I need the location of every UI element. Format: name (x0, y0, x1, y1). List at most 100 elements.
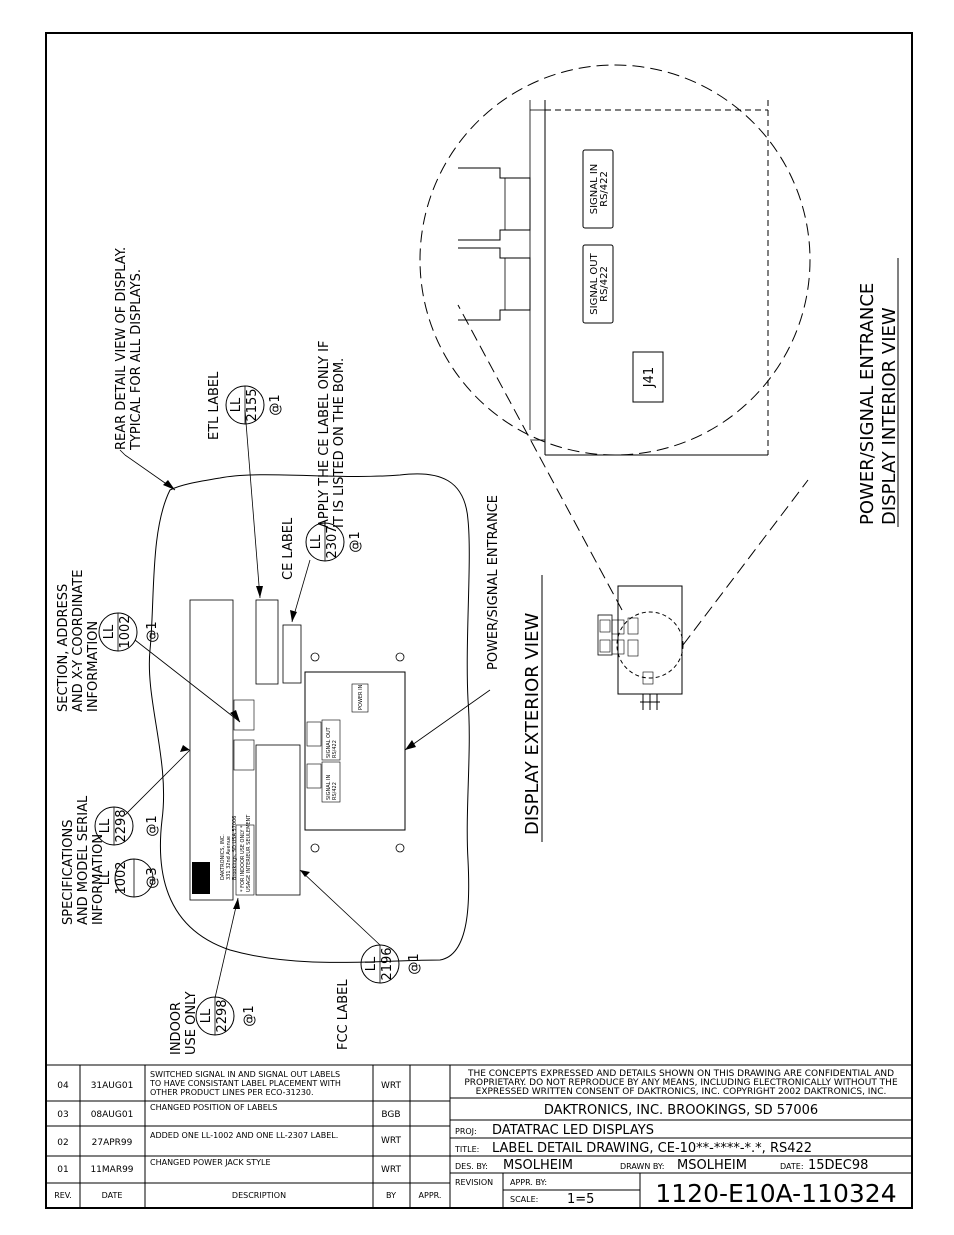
jack-1 (306, 721, 322, 747)
arrowheads (163, 480, 416, 909)
date-label: DATE: (780, 1162, 804, 1171)
j41-label (632, 351, 664, 403)
interior-signal-out-1: SIGNAL OUT (589, 252, 600, 314)
signal-out-box (321, 719, 341, 761)
title-block-text: THE CONCEPTS EXPRESSED AND DETAILS SHOWN… (454, 1069, 898, 1208)
note-ce-label: CE LABEL (281, 517, 296, 580)
rev-02-desc-1: ADDED ONE LL-1002 AND ONE LL-2307 LABEL. (150, 1131, 338, 1140)
note-indoor-2: USE ONLY (184, 991, 199, 1055)
panel-power-in: POWER IN (358, 684, 364, 710)
signal-in-box (321, 761, 341, 803)
exterior-view-title: DISPLAY EXTERIOR VIEW (522, 613, 543, 835)
panel-signal-in-2: RS/422 (332, 782, 338, 800)
rev-04-desc-3: OTHER PRODUCT LINES PER ECO-31230. (150, 1088, 314, 1097)
note-spec-1: SPECIFICATIONS (61, 820, 76, 925)
drawing-border (45, 32, 913, 1209)
interior-signal-out-2: RS/422 (599, 266, 610, 302)
bubble-spec-b-top: LL (98, 870, 113, 885)
rev-header-by: BY (386, 1191, 396, 1200)
panel-signal-in-1: SIGNAL IN (326, 774, 332, 800)
drawn-label: DRAWN BY: (620, 1162, 664, 1171)
note-power-signal: POWER/SIGNAL ENTRANCE (486, 495, 501, 670)
panel-indoor-1: * FOR INDOOR USE ONLY * (240, 825, 246, 892)
note-spec-2: AND MODEL SERIAL (76, 795, 91, 925)
power-in-box (351, 683, 369, 713)
leader-lines (119, 409, 491, 999)
rev-header-desc: DESCRIPTION (232, 1191, 286, 1200)
rev-04-by: WRT (381, 1081, 401, 1091)
bubble-section-note: @1 (145, 621, 160, 642)
title-block (450, 1064, 912, 1208)
appr-label: APPR. BY: (510, 1178, 547, 1187)
rev-02-by: WRT (381, 1136, 401, 1146)
rev-04-desc-2: TO HAVE CONSISTANT LABEL PLACEMENT WITH (149, 1079, 341, 1088)
rev-01: 01 (57, 1165, 68, 1175)
note-section-2: AND X-Y COORDINATE (71, 570, 86, 712)
fcc-label-rect (255, 744, 301, 896)
bubble-indoor-bottom: 2298 (215, 999, 230, 1032)
bubble-indoor-top: LL (199, 1008, 214, 1023)
rev-03-date: 08AUG01 (91, 1110, 134, 1120)
bubble-etl-bottom: 2155 (245, 388, 260, 421)
drawing-title: LABEL DETAIL DRAWING, CE-10**-****-*.*, … (492, 1141, 812, 1156)
bubble-spec-b-note: @3 (145, 867, 160, 888)
note-ce-apply-2: IT IS LISTED ON THE BOM. (332, 358, 347, 528)
company-line: DAKTRONICS, INC. BROOKINGS, SD 57006 (544, 1103, 818, 1118)
interior-j41: J41 (642, 367, 657, 388)
title-label: TITLE: (454, 1145, 479, 1154)
note-etl-label: ETL LABEL (207, 371, 222, 440)
rev-header-appr: APPR. (419, 1191, 442, 1200)
bubble-spec-a-bottom: 2298 (114, 809, 129, 842)
drawn-by: MSOLHEIM (677, 1158, 747, 1173)
note-spec-3: INFORMATION (91, 834, 106, 925)
confidential-3: EXPRESSED WRITTEN CONSENT OF DAKTRONICS,… (476, 1087, 887, 1097)
interior-title-2: DISPLAY INTERIOR VIEW (879, 307, 900, 525)
entrance-plate (304, 671, 406, 831)
daktronics-logo (192, 862, 210, 894)
interior-view: SIGNAL IN RS/422 SIGNAL OUT RS/422 J41 P… (419, 64, 900, 710)
revision-label: REVISION (455, 1178, 493, 1187)
rev-02: 02 (57, 1138, 68, 1148)
rev-04: 04 (57, 1081, 69, 1091)
mount-hole (310, 652, 320, 662)
panel-city: Brookings, SD USA 57006 (232, 816, 238, 880)
bubble-indoor-note: @1 (242, 1005, 257, 1026)
note-fcc-label: FCC LABEL (336, 979, 351, 1050)
signal-out-label (582, 244, 614, 324)
bubble-ce-note: @1 (348, 531, 363, 552)
bubble-etl-note: @1 (268, 394, 283, 415)
signal-in-label (582, 149, 614, 229)
note-section-3: INFORMATION (86, 621, 101, 712)
interior-title-1: POWER/SIGNAL ENTRANCE (857, 283, 878, 525)
bubble-spec-a-note: @1 (145, 815, 160, 836)
project-name: DATATRAC LED DISPLAYS (492, 1123, 654, 1138)
rev-03-by: BGB (381, 1110, 400, 1120)
indoor-label-rect (235, 824, 255, 896)
panel-signal-out-2: RS/422 (332, 740, 338, 758)
note-ce-apply-1: APPLY THE CE LABEL ONLY IF (317, 341, 332, 528)
bubble-section-top: LL (102, 624, 117, 639)
bubble-etl-top: LL (229, 397, 244, 412)
rev-02-date: 27APR99 (92, 1138, 133, 1148)
rev-03: 03 (57, 1110, 68, 1120)
interior-signal-in-2: RS/422 (599, 171, 610, 207)
note-section-1: SECTION, ADDRESS (56, 584, 71, 712)
mount-hole (395, 652, 405, 662)
bubble-section-bottom: 1002 (118, 615, 133, 648)
bubble-spec-b-bottom: 1002 (114, 861, 129, 894)
confidential-1: THE CONCEPTS EXPRESSED AND DETAILS SHOWN… (467, 1069, 894, 1079)
rev-header-date: DATE (102, 1191, 123, 1200)
note-rear-detail-1: REAR DETAIL VIEW OF DISPLAY. (114, 247, 129, 450)
serial-box-2 (233, 739, 255, 771)
drawing-number: 1120-E10A-110324 (655, 1179, 896, 1208)
bubble-fcc-top: LL (364, 956, 379, 971)
mount-hole (395, 843, 405, 853)
bubble-fcc-note: @1 (407, 953, 422, 974)
bubble-spec-a-top: LL (98, 818, 113, 833)
panel-indoor-2: USAGE INTERIEUR SEULEMENT (246, 814, 252, 892)
jack-2 (306, 763, 322, 789)
designer: MSOLHEIM (503, 1158, 573, 1173)
drawing-date: 15DEC98 (808, 1158, 868, 1173)
panel-address: 331 32nd Avenue (226, 836, 232, 880)
